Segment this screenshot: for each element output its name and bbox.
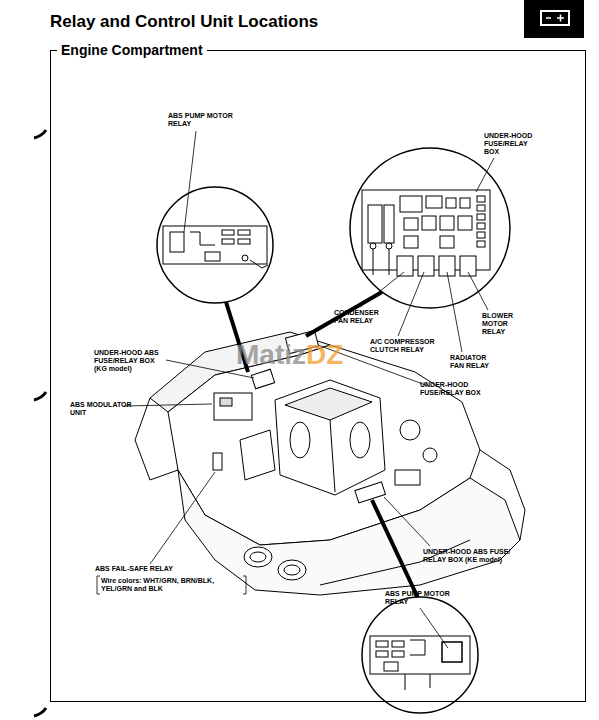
battery-icon [524, 0, 584, 38]
part-label: UNDER-HOOD ABS FUSE/RELAY BOX (KG model) [94, 349, 166, 373]
part-label: A/C COMPRESSOR CLUTCH RELAY [370, 338, 440, 354]
part-label: Wire colors: WHT/GRN, BRN/BLK, YEL/GRN a… [101, 577, 241, 593]
components [213, 330, 385, 503]
part-label: ABS PUMP MOTOR RELAY [168, 112, 238, 128]
part-label: RADIATOR FAN RELAY [450, 354, 496, 370]
bracket [97, 576, 246, 594]
inset-abs-relay-ke [362, 597, 478, 713]
section-heading: Engine Compartment [57, 42, 207, 58]
part-label: ABS MODULATOR UNIT [70, 401, 132, 417]
abs-fuse-box-ke [355, 482, 386, 503]
section-frame: Engine Compartment [50, 50, 586, 702]
leader-line [124, 131, 494, 648]
inset-connector [226, 292, 418, 598]
part-label: UNDER-HOOD FUSE/RELAY BOX [420, 381, 484, 397]
binder-mark [34, 130, 46, 716]
car-body [135, 332, 525, 595]
page-title: Relay and Control Unit Locations [50, 12, 318, 32]
part-label: ABS PUMP MOTOR RELAY [385, 590, 455, 606]
part-label: ABS FAIL-SAFE RELAY [95, 565, 225, 573]
part-label: UNDER-HOOD ABS FUSE/ RELAY BOX (KE model… [423, 548, 517, 564]
watermark: Matiz [236, 340, 306, 370]
abs-modulator-unit [214, 393, 252, 420]
abs-fuse-box-kg [251, 369, 274, 388]
part-label: UNDER-HOOD FUSE/RELAY BOX [484, 132, 536, 156]
inset-fuse-relay-box [350, 148, 510, 308]
watermark: DZ [306, 340, 343, 370]
part-label: CONDENSER FAN RELAY [334, 309, 384, 325]
part-label: BLOWER MOTOR RELAY [482, 312, 522, 336]
inset-abs-relay-kg [157, 187, 273, 303]
abs-fail-safe-relay [213, 453, 222, 470]
engine [240, 380, 437, 495]
